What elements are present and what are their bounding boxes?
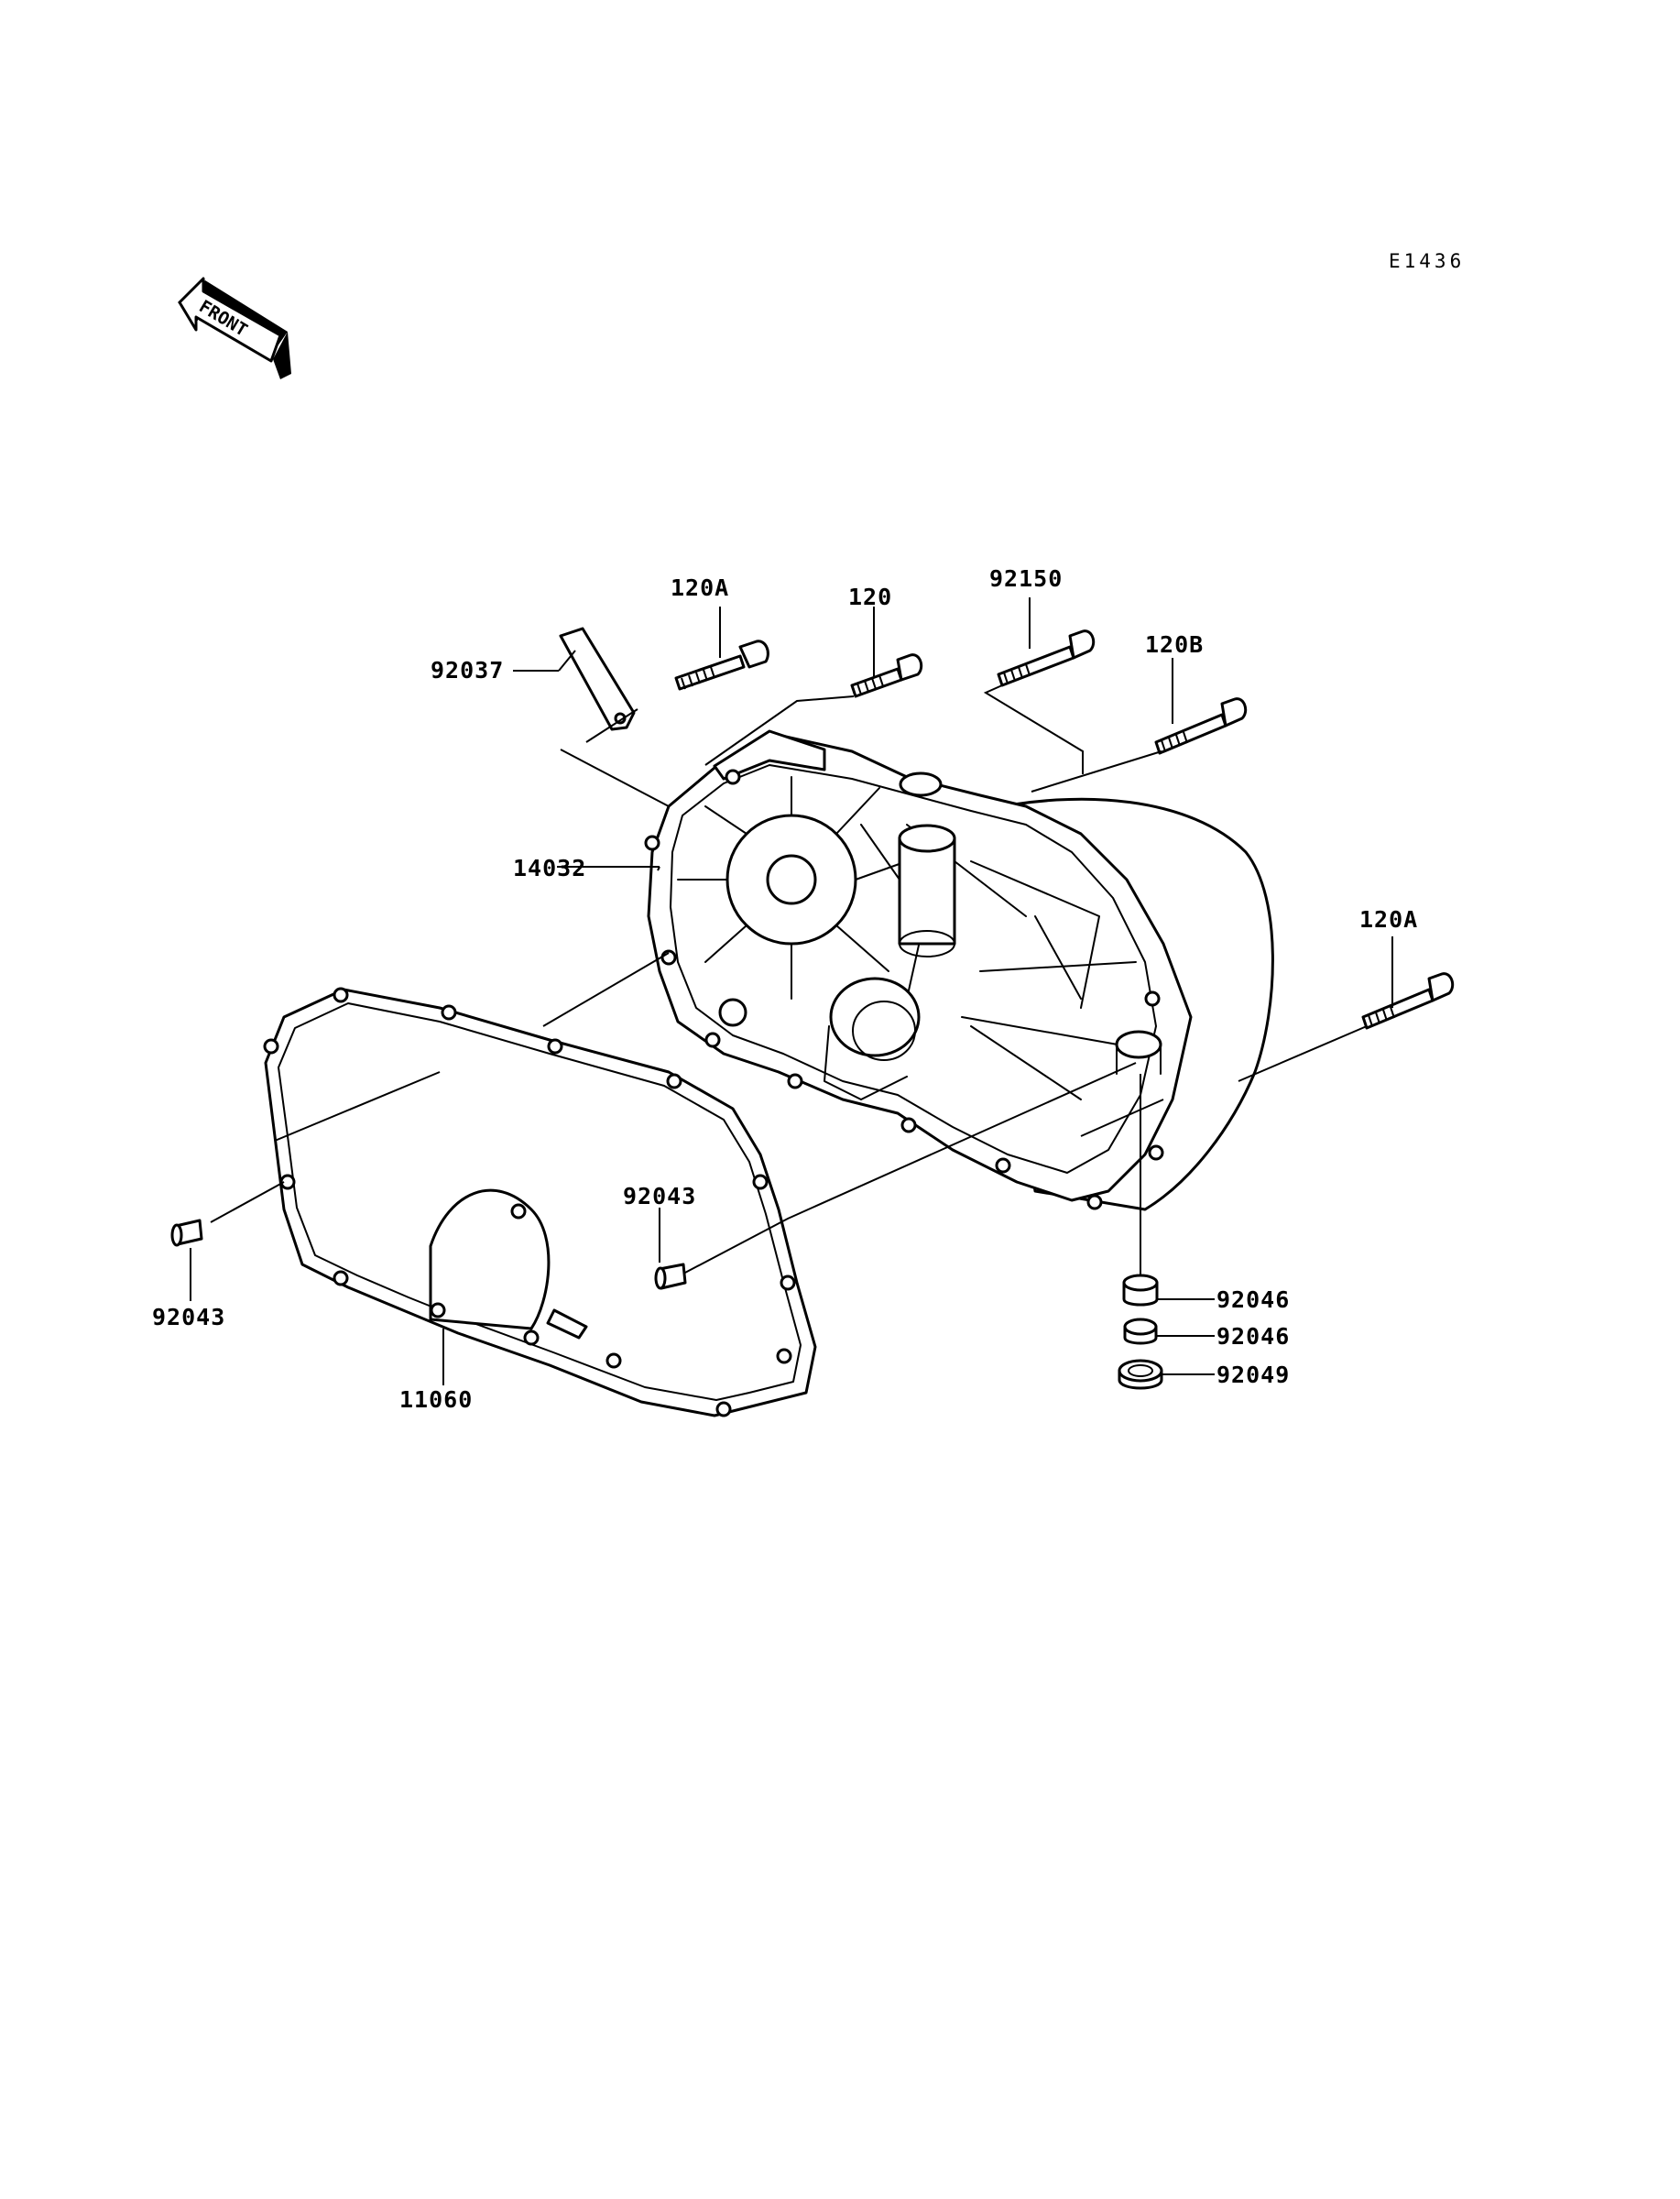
gasket-bolt-holes bbox=[263, 987, 796, 1417]
bearing-92049 bbox=[1118, 1359, 1163, 1390]
label-120a-top: 120A bbox=[671, 574, 729, 601]
dowel-92043-left bbox=[170, 1219, 203, 1247]
front-arrow-icon: FRONT bbox=[178, 277, 291, 379]
label-92049: 92049 bbox=[1216, 1362, 1290, 1388]
bolt-120b bbox=[1154, 697, 1248, 755]
leader-lines bbox=[190, 597, 1393, 1385]
label-92046-b: 92046 bbox=[1216, 1323, 1290, 1350]
bolt-120a-right bbox=[1361, 972, 1455, 1030]
label-120b: 120B bbox=[1145, 631, 1204, 658]
right-side-cover bbox=[644, 729, 1274, 1211]
label-92043-left: 92043 bbox=[152, 1304, 225, 1330]
collar-92046-a bbox=[1122, 1274, 1159, 1307]
label-14032: 14032 bbox=[513, 855, 586, 881]
dowel-92043-center bbox=[654, 1263, 687, 1290]
bolt-120 bbox=[850, 653, 923, 698]
label-11060: 11060 bbox=[399, 1386, 473, 1413]
bolt-120a-top bbox=[674, 640, 769, 691]
label-92037: 92037 bbox=[431, 657, 504, 684]
diagram-code: E1436 bbox=[1389, 250, 1465, 272]
cover-bolt-holes bbox=[644, 769, 1164, 1210]
cover-gasket bbox=[263, 987, 817, 1417]
label-92150: 92150 bbox=[989, 565, 1063, 592]
label-92043-center: 92043 bbox=[623, 1183, 696, 1209]
collar-92046-b bbox=[1123, 1318, 1158, 1345]
label-120a-right: 120A bbox=[1359, 906, 1418, 933]
plate-92037 bbox=[559, 627, 636, 731]
label-92046-a: 92046 bbox=[1216, 1286, 1290, 1313]
bolt-92150 bbox=[997, 629, 1096, 687]
label-120: 120 bbox=[848, 584, 892, 610]
